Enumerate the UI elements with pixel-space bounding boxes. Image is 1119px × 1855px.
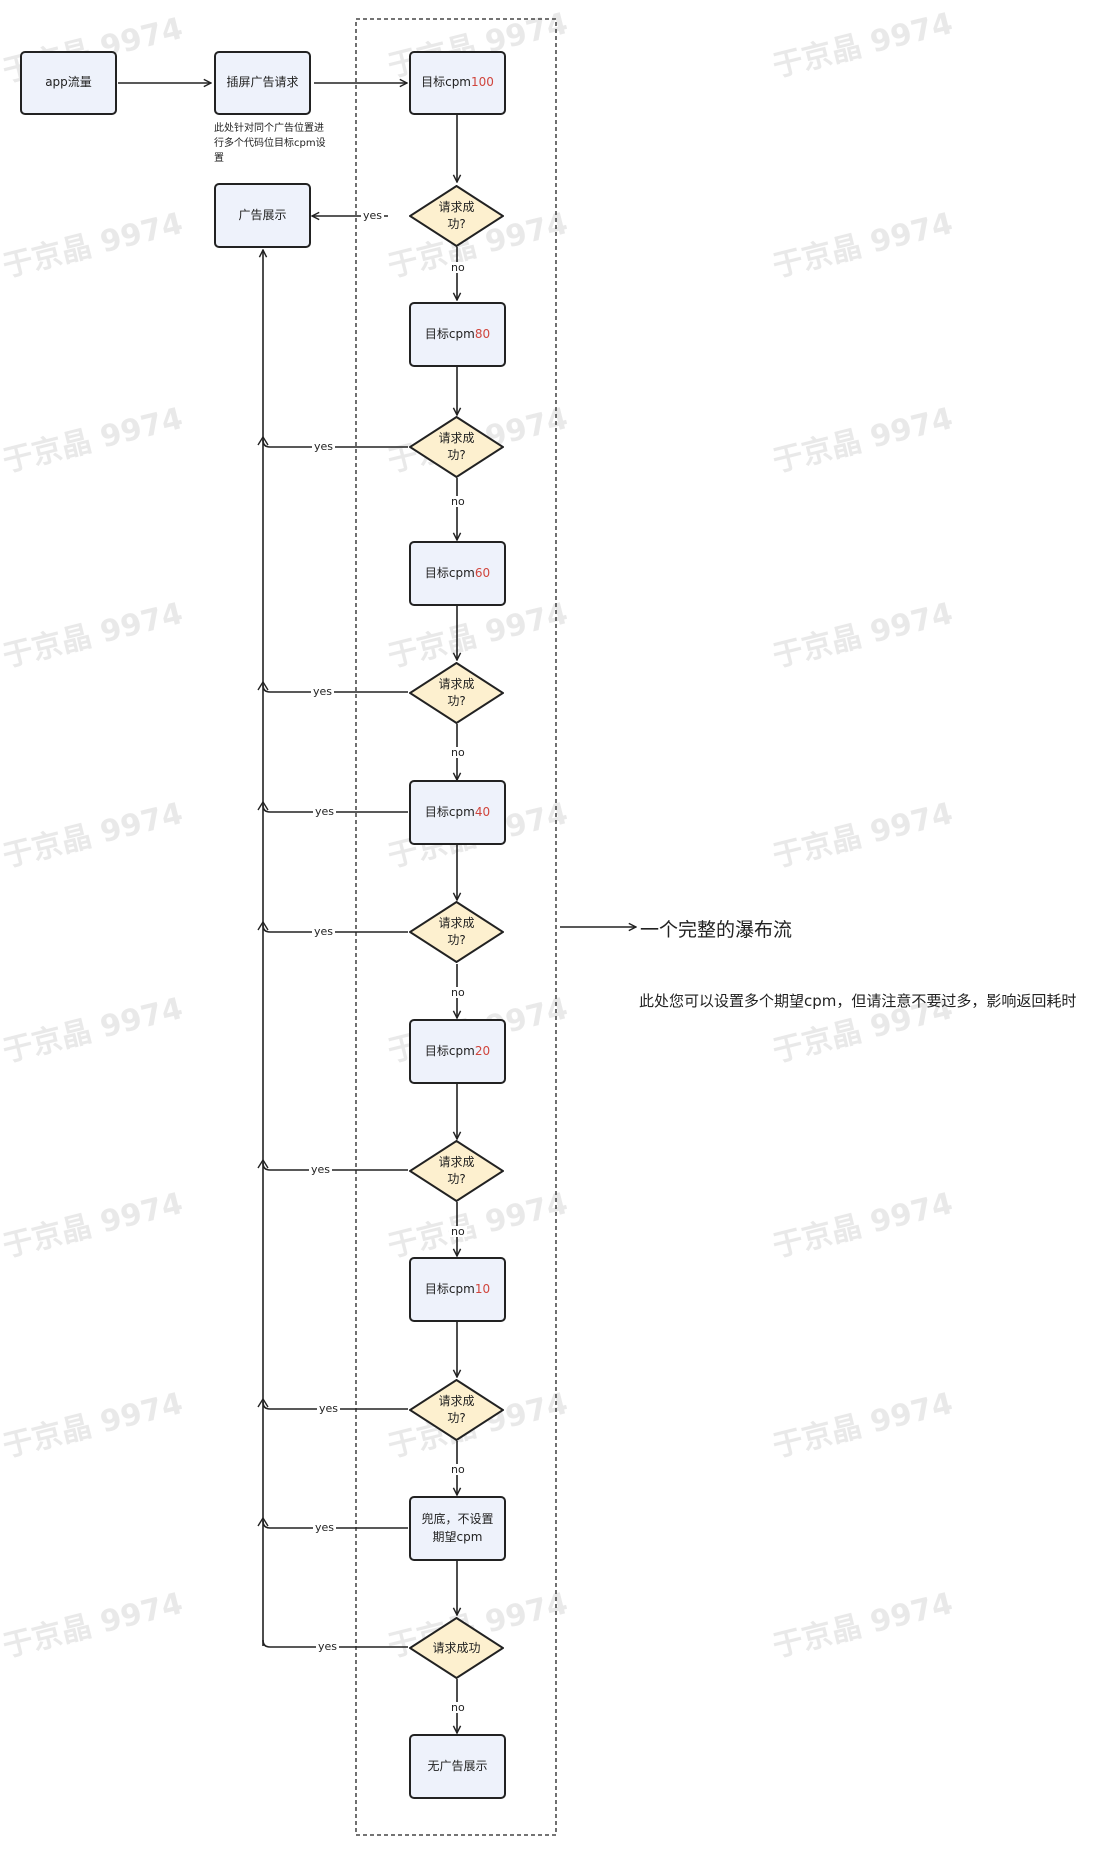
decision-shape: [409, 1140, 504, 1202]
waterfall-note: 此处您可以设置多个期望cpm，但请注意不要过多，影响返回耗时: [639, 992, 1077, 1010]
edge-decision-4-yes: [262, 924, 408, 933]
fallback-label: 兜底，不设置期望cpm: [421, 1512, 494, 1544]
edge-label-yes: yes: [309, 1163, 333, 1176]
waterfall-title: 一个完整的瀑布流: [640, 919, 793, 941]
fallback-node: 兜底，不设置期望cpm: [409, 1496, 506, 1561]
decision-6: 请求成功?: [409, 1379, 504, 1441]
decision-7: 请求成功: [409, 1617, 504, 1679]
edge-decision-2-yes: [262, 439, 408, 448]
decision-shape: [409, 185, 504, 247]
decision-shape: [409, 662, 504, 724]
edge-label-yes: yes: [361, 209, 385, 222]
edge-label-no: no: [449, 746, 467, 759]
edge-label-yes: yes: [311, 685, 335, 698]
edge-cpm40-yes: [262, 804, 408, 813]
edge-label-no: no: [449, 261, 467, 274]
ad-display-node: 广告展示: [214, 183, 311, 248]
interstitial-request-node: 插屏广告请求: [214, 51, 311, 115]
target-cpm-prefix: 目标cpm: [424, 804, 475, 819]
decision-label: 请求成功?: [438, 1155, 475, 1186]
decision-label: 请求成功?: [438, 1394, 475, 1425]
target-cpm-value: 10: [474, 1281, 491, 1296]
edge-decision-5-yes: [262, 1162, 408, 1171]
edge-label-yes: yes: [316, 1640, 340, 1653]
edge-decision-7-yes: [262, 1639, 408, 1648]
decision-shape: [409, 416, 504, 478]
edge-label-no: no: [449, 495, 467, 508]
target-cpm-value: 100: [471, 75, 494, 90]
no-ad-node: 无广告展示: [409, 1734, 506, 1799]
arrow-ticks: [257, 435, 269, 1527]
target-cpm-prefix: 目标cpm: [424, 326, 475, 341]
decision-shape: [409, 1379, 504, 1441]
target-cpm-prefix: 目标cpm: [424, 1281, 475, 1296]
decision-label: 请求成功?: [438, 200, 475, 231]
target-cpm-prefix: 目标cpm: [424, 565, 475, 580]
decision-shape: [409, 1617, 504, 1679]
edge-label-yes: yes: [312, 925, 336, 938]
decision-label: 请求成功?: [438, 431, 475, 462]
app-traffic-label: app流量: [45, 75, 92, 90]
interstitial-request-label: 插屏广告请求: [226, 75, 299, 90]
edge-label-yes: yes: [317, 1402, 341, 1415]
edge-label-yes: yes: [313, 1521, 337, 1534]
decision-2: 请求成功?: [409, 416, 504, 478]
edge-label-yes: yes: [313, 805, 337, 818]
waterfall-group-boundary: [355, 18, 557, 1836]
decision-label: 请求成功?: [438, 916, 475, 947]
decision-label: 请求成功?: [438, 677, 475, 708]
decision-3: 请求成功?: [409, 662, 504, 724]
decision-label: 请求成功: [432, 1640, 481, 1655]
edge-fallback-yes: [262, 1520, 408, 1529]
target-cpm-value: 80: [474, 326, 491, 341]
edge-decision-3-yes: [262, 684, 408, 693]
edge-label-no: no: [449, 1701, 467, 1714]
ad-display-label: 广告展示: [238, 207, 287, 222]
target-cpm-value: 60: [474, 565, 491, 580]
decision-shape: [409, 901, 504, 963]
edge-label-yes: yes: [312, 440, 336, 453]
target-cpm-prefix: 目标cpm: [421, 75, 471, 90]
decision-4: 请求成功?: [409, 901, 504, 963]
decision-1: 请求成功?: [409, 185, 504, 247]
decision-5: 请求成功?: [409, 1140, 504, 1202]
target-cpm-prefix: 目标cpm: [424, 1043, 475, 1058]
app-traffic-node: app流量: [20, 51, 117, 115]
edge-decision-6-yes: [262, 1401, 408, 1410]
target-cpm-value: 20: [474, 1043, 491, 1058]
edge-label-no: no: [449, 986, 467, 999]
edge-label-no: no: [449, 1225, 467, 1238]
request-note: 此处针对同个广告位置进行多个代码位目标cpm设置: [214, 123, 326, 164]
no-ad-label: 无广告展示: [427, 1758, 488, 1773]
target-cpm-value: 40: [474, 804, 491, 819]
edge-label-no: no: [449, 1463, 467, 1476]
